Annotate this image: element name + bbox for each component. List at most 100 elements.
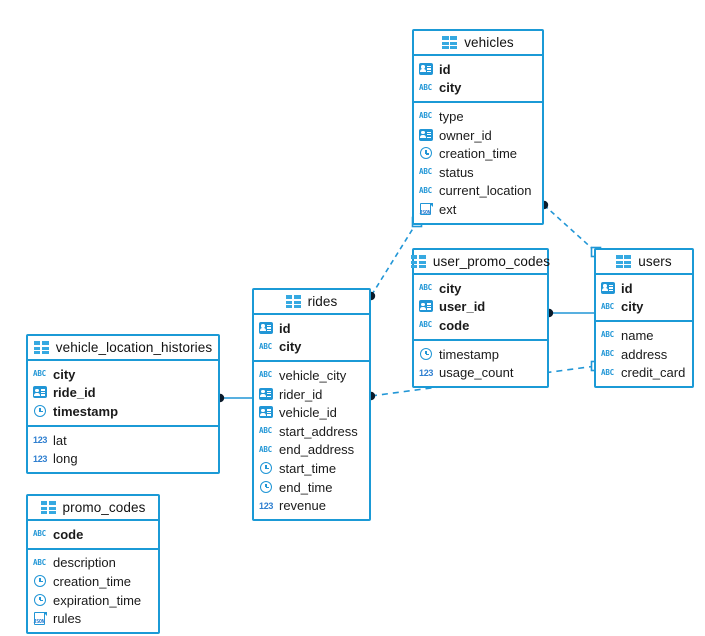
field-row[interactable]: creation_time bbox=[414, 144, 542, 163]
clock-icon bbox=[419, 347, 434, 361]
field-row[interactable]: id bbox=[254, 319, 369, 338]
table-name: vehicles bbox=[464, 35, 514, 50]
field-row[interactable]: 123 long bbox=[28, 449, 218, 468]
field-row[interactable]: owner_id bbox=[414, 126, 542, 145]
field-section: ABC name ABC address ABC credit_card bbox=[596, 322, 692, 386]
primary-key-section: ABC city user_id ABC code bbox=[414, 275, 547, 341]
field-name: id bbox=[439, 61, 451, 77]
field-name: code bbox=[439, 317, 470, 333]
field-row[interactable]: ABC city bbox=[414, 279, 547, 298]
table-grid-icon bbox=[442, 36, 458, 49]
field-name: ride_id bbox=[53, 385, 96, 401]
string-type-icon: ABC bbox=[419, 82, 432, 92]
field-row[interactable]: rider_id bbox=[254, 385, 369, 404]
field-row[interactable]: ABC credit_card bbox=[596, 363, 692, 382]
field-row[interactable]: ABC city bbox=[414, 79, 542, 98]
primary-key-section: ABC code bbox=[28, 521, 158, 550]
field-row[interactable]: creation_time bbox=[28, 572, 158, 591]
clock-icon bbox=[33, 593, 48, 607]
field-row[interactable]: ABC vehicle_city bbox=[254, 366, 369, 385]
field-name: id bbox=[621, 280, 633, 296]
field-name: usage_count bbox=[439, 365, 514, 381]
entity-table-rides[interactable]: rides id ABC city ABC vehicle_city rider… bbox=[252, 288, 371, 521]
field-row[interactable]: ABC code bbox=[414, 316, 547, 335]
field-row[interactable]: expiration_time bbox=[28, 591, 158, 610]
string-type-icon: ABC bbox=[419, 167, 432, 177]
field-row[interactable]: ABC city bbox=[254, 338, 369, 357]
field-name: credit_card bbox=[621, 365, 686, 381]
field-name: status bbox=[439, 164, 474, 180]
field-row[interactable]: ABC city bbox=[28, 365, 218, 384]
field-name: city bbox=[621, 299, 644, 315]
string-type-icon: ABC bbox=[259, 341, 272, 351]
field-name: expiration_time bbox=[53, 592, 142, 608]
field-section: 123 lat 123 long bbox=[28, 427, 218, 472]
string-type-icon: ABC bbox=[419, 185, 432, 195]
field-row[interactable]: 123 revenue bbox=[254, 496, 369, 515]
field-row[interactable]: user_id bbox=[414, 298, 547, 317]
field-row[interactable]: end_time bbox=[254, 478, 369, 497]
entity-table-vehicle-location-histories[interactable]: vehicle_location_histories ABC city ride… bbox=[26, 334, 220, 474]
field-row[interactable]: start_time bbox=[254, 459, 369, 478]
table-header-rides: rides bbox=[254, 290, 369, 315]
number-type-icon: 123 bbox=[419, 367, 434, 378]
primary-key-section: id ABC city bbox=[414, 56, 542, 104]
field-row[interactable]: ride_id bbox=[28, 384, 218, 403]
field-name: type bbox=[439, 108, 464, 124]
field-section: ABC type owner_id creation_time ABC stat… bbox=[414, 103, 542, 223]
field-name: vehicle_city bbox=[279, 367, 347, 383]
field-row[interactable]: vehicle_id bbox=[254, 403, 369, 422]
field-row[interactable]: ABC name bbox=[596, 326, 692, 345]
json-icon: JSON bbox=[419, 202, 434, 216]
entity-table-user-promo-codes[interactable]: user_promo_codes ABC city user_id ABC co… bbox=[410, 248, 550, 388]
field-name: current_location bbox=[439, 183, 532, 199]
field-row[interactable]: ABC start_address bbox=[254, 422, 369, 441]
field-name: owner_id bbox=[439, 127, 492, 143]
field-name: name bbox=[621, 327, 654, 343]
key-icon bbox=[33, 386, 48, 400]
table-header-vehicles: vehicles bbox=[414, 31, 542, 56]
field-section: ABC vehicle_city rider_id vehicle_id ABC… bbox=[254, 362, 369, 519]
string-type-icon: ABC bbox=[419, 111, 432, 121]
string-type-icon: ABC bbox=[419, 320, 432, 330]
field-name: description bbox=[53, 555, 116, 571]
field-name: creation_time bbox=[53, 573, 132, 589]
field-row[interactable]: ABC address bbox=[596, 345, 692, 364]
field-section: timestamp 123 usage_count bbox=[414, 341, 547, 386]
entity-table-promo-codes[interactable]: promo_codes ABC code ABC description cre… bbox=[26, 494, 160, 634]
field-name: end_time bbox=[279, 479, 333, 495]
entity-table-vehicles[interactable]: vehicles id ABC city ABC type owner_id bbox=[412, 29, 544, 225]
field-row[interactable]: JSON ext bbox=[414, 200, 542, 219]
field-row[interactable]: 123 usage_count bbox=[414, 363, 547, 382]
field-row[interactable]: ABC status bbox=[414, 163, 542, 182]
field-name: code bbox=[53, 526, 84, 542]
string-type-icon: ABC bbox=[33, 529, 46, 539]
string-type-icon: ABC bbox=[601, 301, 614, 311]
field-row[interactable]: ABC city bbox=[596, 298, 692, 317]
number-type-icon: 123 bbox=[259, 500, 274, 511]
string-type-icon: ABC bbox=[259, 444, 272, 454]
table-name: promo_codes bbox=[62, 500, 146, 515]
field-name: start_address bbox=[279, 423, 358, 439]
field-row[interactable]: JSON rules bbox=[28, 609, 158, 628]
field-row[interactable]: id bbox=[414, 60, 542, 79]
field-row[interactable]: ABC current_location bbox=[414, 182, 542, 201]
field-row[interactable]: timestamp bbox=[414, 345, 547, 364]
entity-table-users[interactable]: users id ABC city ABC name ABC address A… bbox=[594, 248, 694, 388]
field-name: long bbox=[53, 451, 78, 467]
primary-key-section: id ABC city bbox=[254, 315, 369, 363]
table-grid-icon bbox=[285, 295, 302, 308]
table-header-vehicle-location-histories: vehicle_location_histories bbox=[28, 336, 218, 361]
field-row[interactable]: timestamp bbox=[28, 402, 218, 421]
number-type-icon: 123 bbox=[33, 435, 48, 446]
string-type-icon: ABC bbox=[601, 367, 614, 377]
field-name: rules bbox=[53, 611, 82, 627]
field-row[interactable]: 123 lat bbox=[28, 431, 218, 450]
field-row[interactable]: ABC type bbox=[414, 107, 542, 126]
field-row[interactable]: ABC code bbox=[28, 525, 158, 544]
field-row[interactable]: ABC description bbox=[28, 554, 158, 573]
field-row[interactable]: ABC end_address bbox=[254, 441, 369, 460]
number-type-icon: 123 bbox=[33, 453, 48, 464]
field-row[interactable]: id bbox=[596, 279, 692, 298]
